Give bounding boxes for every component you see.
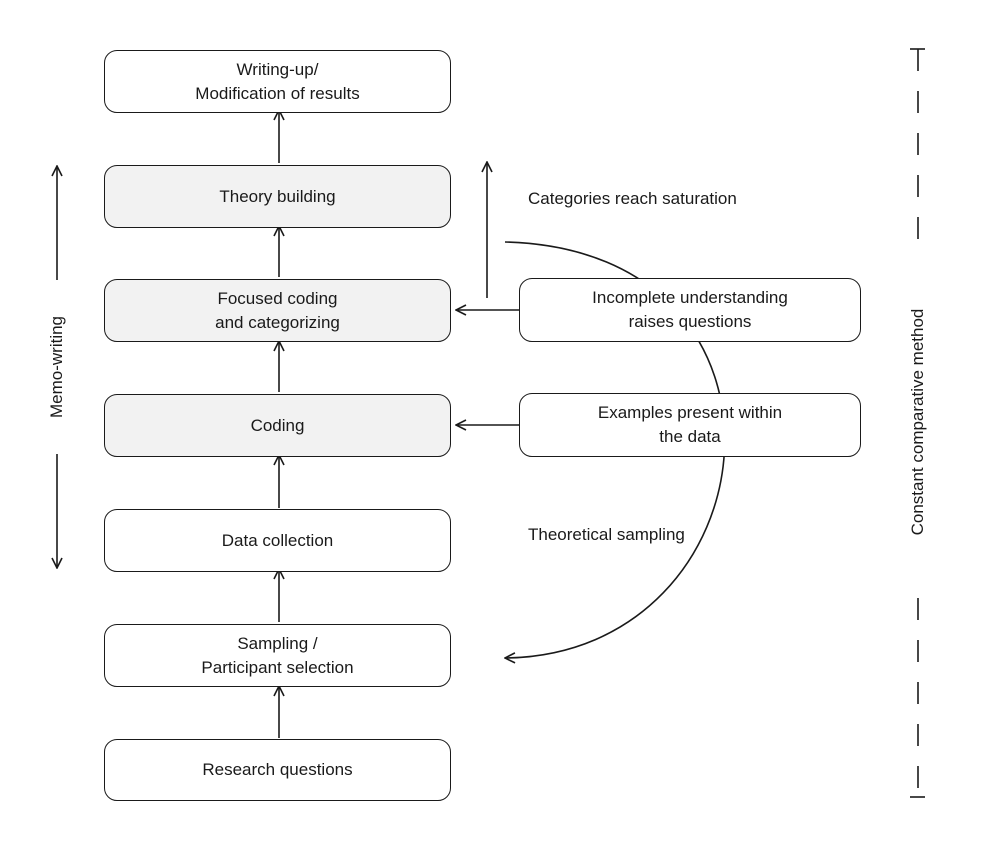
label-theoretical-sampling: Theoretical sampling	[528, 525, 685, 544]
box-examples-present: Examples present within the data	[519, 393, 861, 457]
box-coding: Coding	[104, 394, 451, 457]
box-theory-building: Theory building	[104, 165, 451, 228]
box-research-questions: Research questions	[104, 739, 451, 801]
label-categories-saturation: Categories reach saturation	[528, 189, 737, 208]
label-memo-writing: Memo-writing	[47, 315, 66, 419]
box-data-collection: Data collection	[104, 509, 451, 572]
box-writing-up: Writing-up/ Modification of results	[104, 50, 451, 113]
box-focused-coding: Focused coding and categorizing	[104, 279, 451, 342]
box-sampling: Sampling / Participant selection	[104, 624, 451, 687]
label-constant-comparative-method: Constant comparative method	[908, 308, 927, 536]
box-incomplete-understanding: Incomplete understanding raises question…	[519, 278, 861, 342]
